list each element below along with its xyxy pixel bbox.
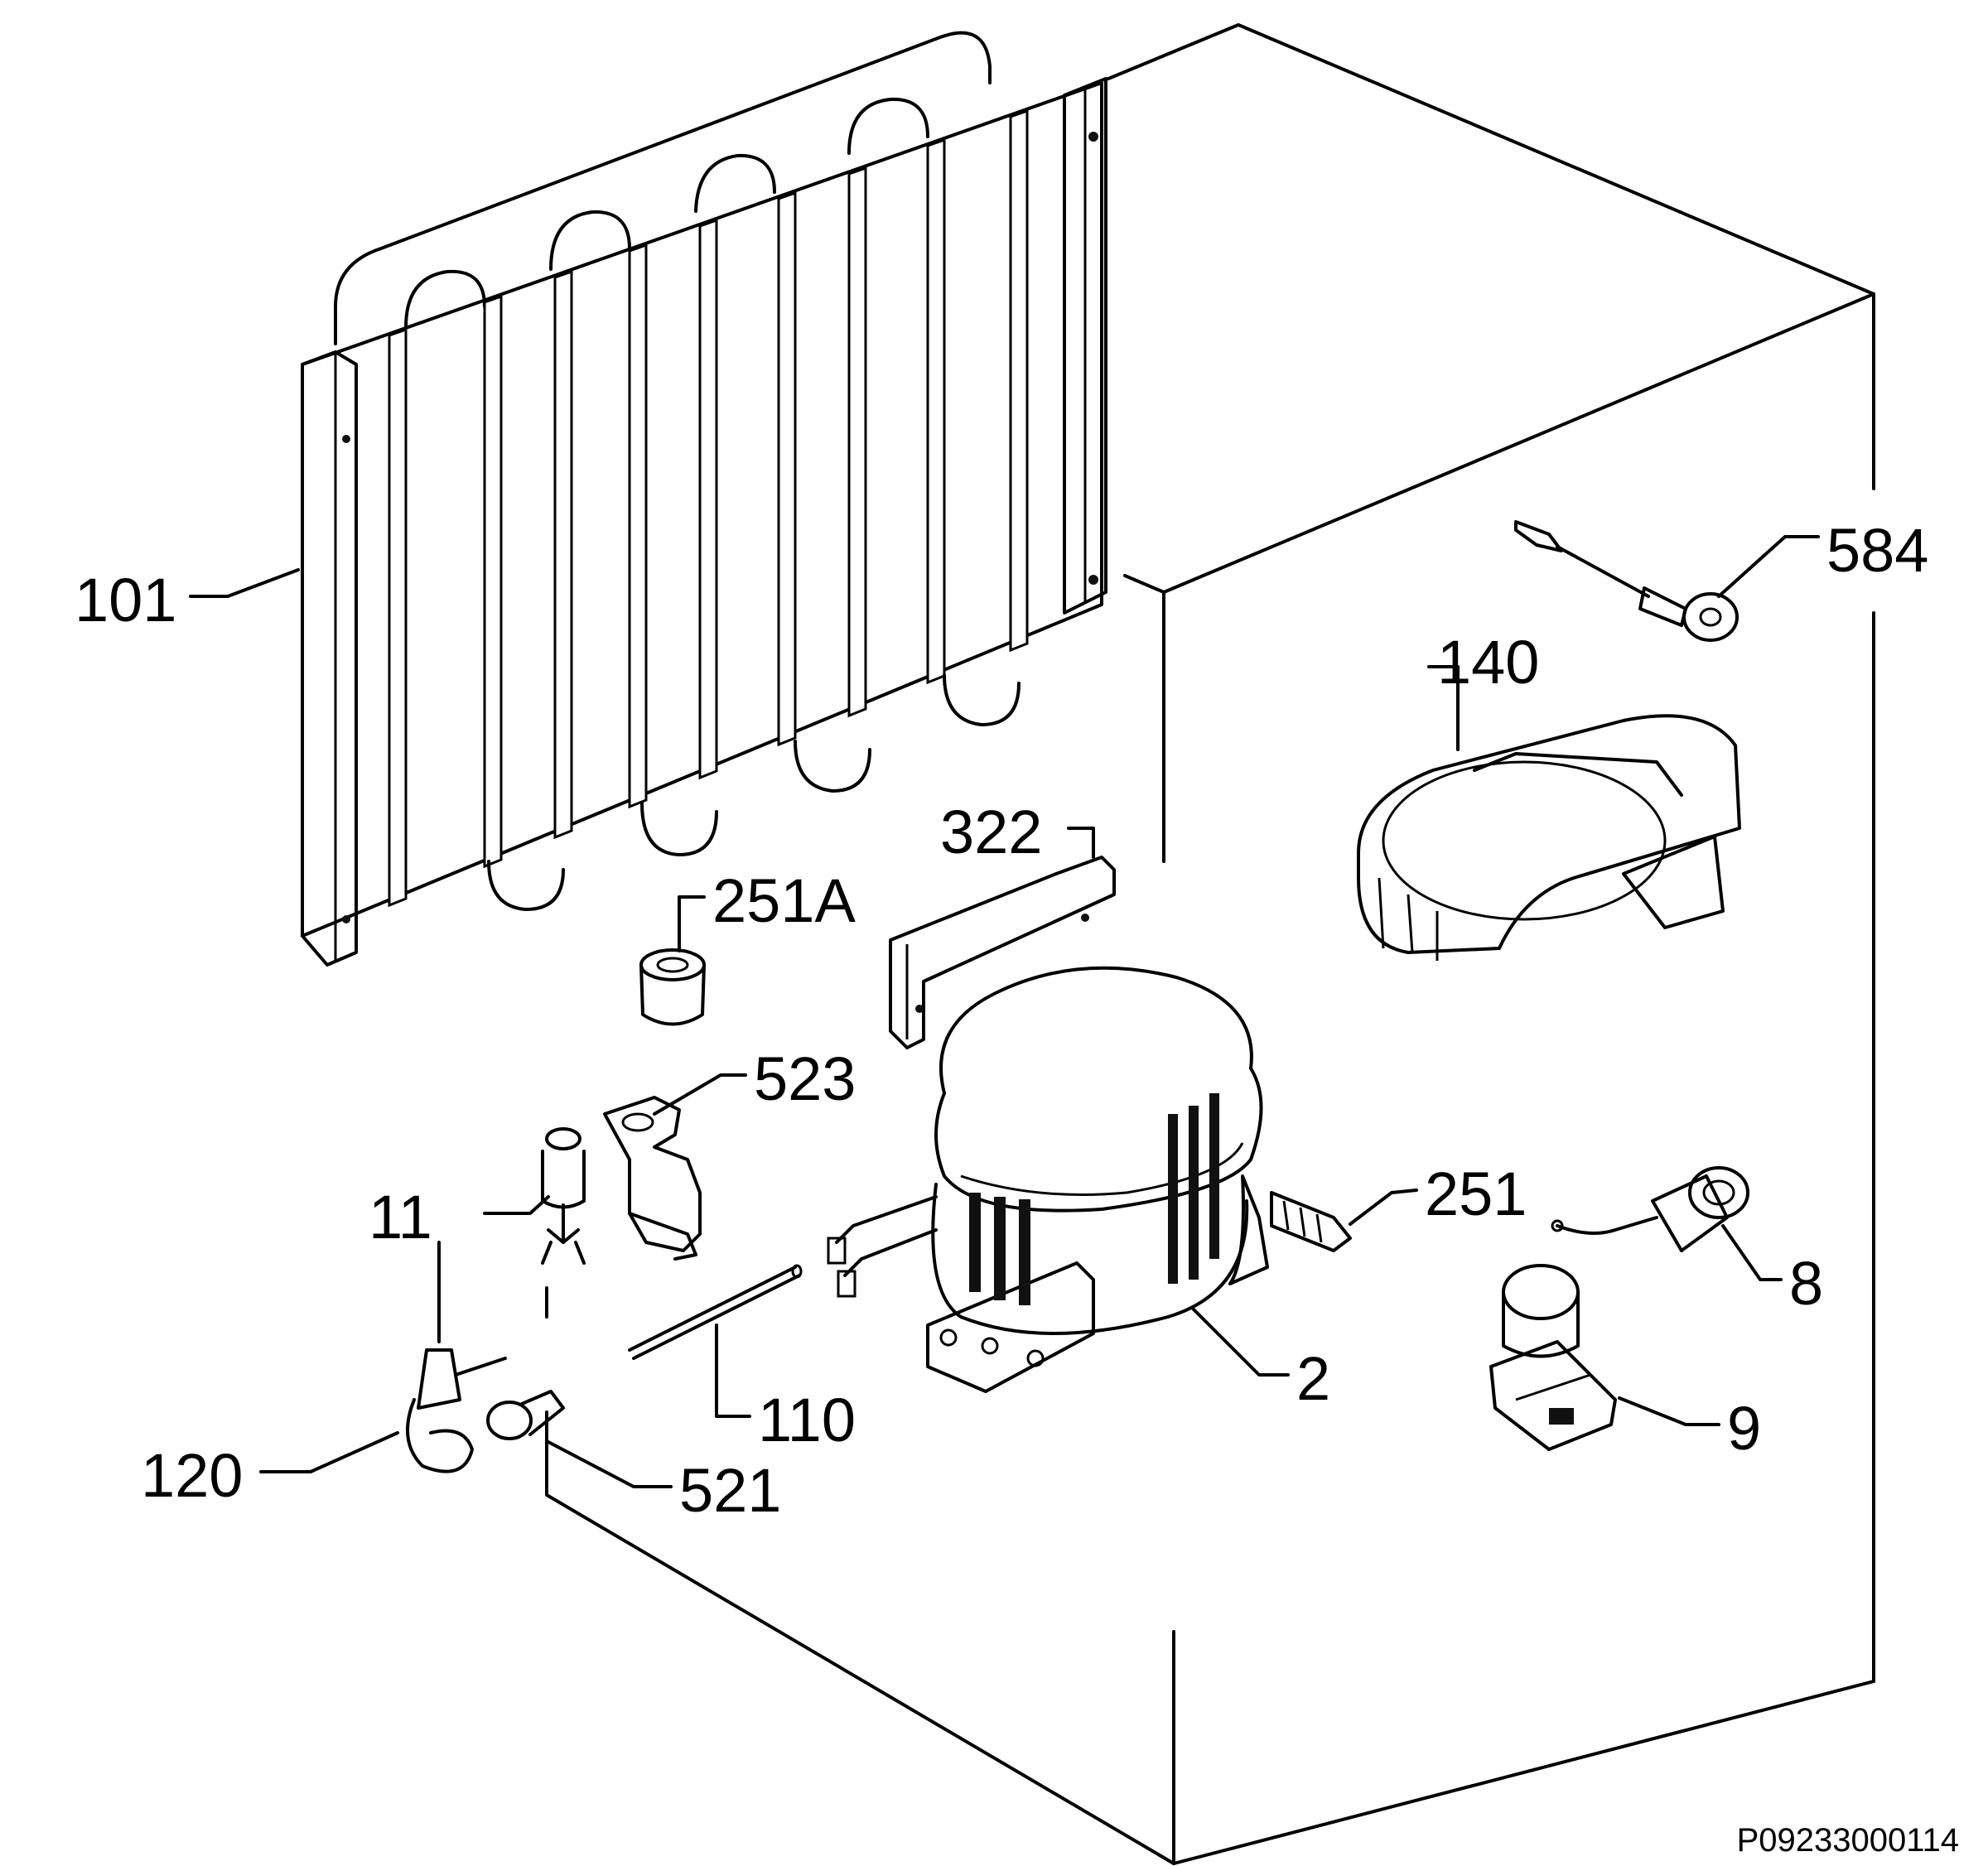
leader-584	[1717, 535, 1820, 598]
label-120: 120	[141, 1441, 243, 1510]
label-2: 2	[1296, 1344, 1330, 1413]
label-101: 101	[75, 566, 176, 634]
compressor-part-2	[827, 966, 1269, 1393]
valve-part-120	[406, 1241, 507, 1473]
holder-part-523	[603, 1096, 702, 1261]
leader-8	[1721, 1224, 1783, 1281]
label-322: 322	[940, 798, 1042, 866]
leader-251A	[678, 895, 706, 952]
tube-part-110	[628, 1264, 803, 1360]
bracket-part-322	[889, 856, 1116, 1049]
plug-part-521	[486, 1390, 565, 1440]
leader-523	[653, 1073, 747, 1116]
leader-110	[715, 1324, 751, 1418]
label-251: 251	[1425, 1160, 1527, 1228]
label-11: 11	[369, 1183, 432, 1251]
leader-11	[483, 1195, 550, 1215]
sensor-part-584	[1514, 520, 1739, 642]
part-labels: 101 584 140 322 251A 523 11 251 8 2 110 …	[75, 516, 1928, 1525]
leader-120	[259, 1431, 399, 1473]
condenser-part-101	[301, 31, 1107, 967]
leader-2	[1191, 1307, 1290, 1377]
drawing-reference-code: P09233000114	[1737, 1822, 1959, 1859]
thermostat-part-8	[1551, 1166, 1749, 1252]
label-110: 110	[758, 1386, 856, 1454]
label-521: 521	[679, 1456, 781, 1525]
cabinet-outline	[545, 23, 1875, 1865]
leader-521	[545, 1439, 673, 1488]
leader-322	[1067, 827, 1095, 859]
leader-251	[1349, 1189, 1418, 1226]
label-251A: 251A	[712, 866, 856, 935]
leader-101	[189, 568, 300, 598]
label-9: 9	[1727, 1394, 1761, 1463]
label-523: 523	[754, 1044, 856, 1113]
drain-tray-part-140	[1357, 714, 1741, 961]
leader-lines	[189, 535, 1820, 1488]
filter-part-11	[541, 1127, 586, 1265]
grommet-part-251A	[639, 948, 706, 1026]
leader-9	[1618, 1396, 1720, 1426]
label-140: 140	[1437, 628, 1539, 697]
leader-140	[1427, 665, 1460, 751]
relay-part-251	[1270, 1191, 1352, 1252]
label-8: 8	[1789, 1249, 1823, 1318]
label-584: 584	[1826, 516, 1928, 585]
clip-part-9	[1489, 1264, 1617, 1451]
